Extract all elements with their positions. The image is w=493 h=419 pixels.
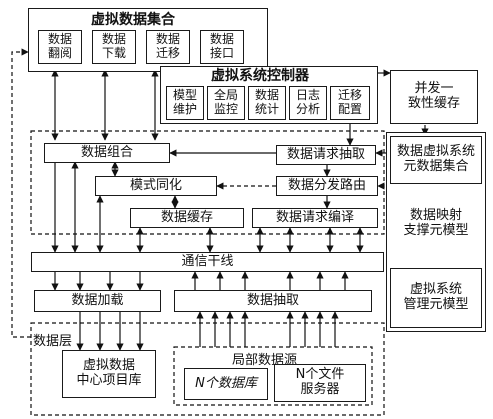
data-stats-box: 数据统计 — [248, 86, 286, 120]
data-load-box: 数据加载 — [34, 290, 161, 312]
request-compile-box: 数据请求编译 — [252, 208, 378, 228]
virtual-data-set-title: 虚拟数据集合 — [91, 12, 175, 28]
data-migrate-box: 数据迁移 — [146, 30, 190, 64]
mode-sync-box: 模式同化 — [95, 176, 217, 196]
data-download-box: 数据下载 — [92, 30, 136, 64]
data-combine-box: 数据组合 — [44, 143, 170, 163]
local-sources-frame — [173, 346, 373, 406]
migration-config-box: 迁移配置 — [330, 86, 370, 120]
file-servers-box: N个文件服务器 — [274, 364, 366, 402]
metadata-set-box: 数据虚拟系统元数据集合 — [390, 136, 482, 184]
distribute-route-box: 数据分发路由 — [276, 176, 378, 196]
data-extract-box: 数据抽取 — [174, 290, 372, 312]
global-monitor-box: 全局监控 — [207, 86, 245, 120]
controller-title: 虚拟系统控制器 — [211, 68, 309, 84]
databases-box: N个数据库 — [184, 368, 268, 400]
concurrency-cache-box: 并发一致性缓存 — [390, 70, 478, 124]
model-maintain-box: 模型维护 — [166, 86, 204, 120]
communication-bus: 通信干线 — [31, 252, 384, 272]
data-browse-box: 数据翻阅 — [38, 30, 82, 64]
data-layer-label: 数据层 — [33, 334, 73, 349]
data-cache-box: 数据缓存 — [130, 208, 244, 228]
management-metamodel-box: 虚拟系统管理元模型 — [390, 268, 482, 328]
data-interface-box: 数据接口 — [200, 30, 244, 64]
data-layer-frame — [30, 322, 385, 416]
central-repo-box: 虚拟数据中心项目库 — [62, 350, 156, 398]
log-analysis-box: 日志分析 — [289, 86, 327, 120]
request-extract-box: 数据请求抽取 — [276, 145, 376, 165]
mapping-metamodel-box: 数据映射支撑元模型 — [390, 200, 482, 248]
